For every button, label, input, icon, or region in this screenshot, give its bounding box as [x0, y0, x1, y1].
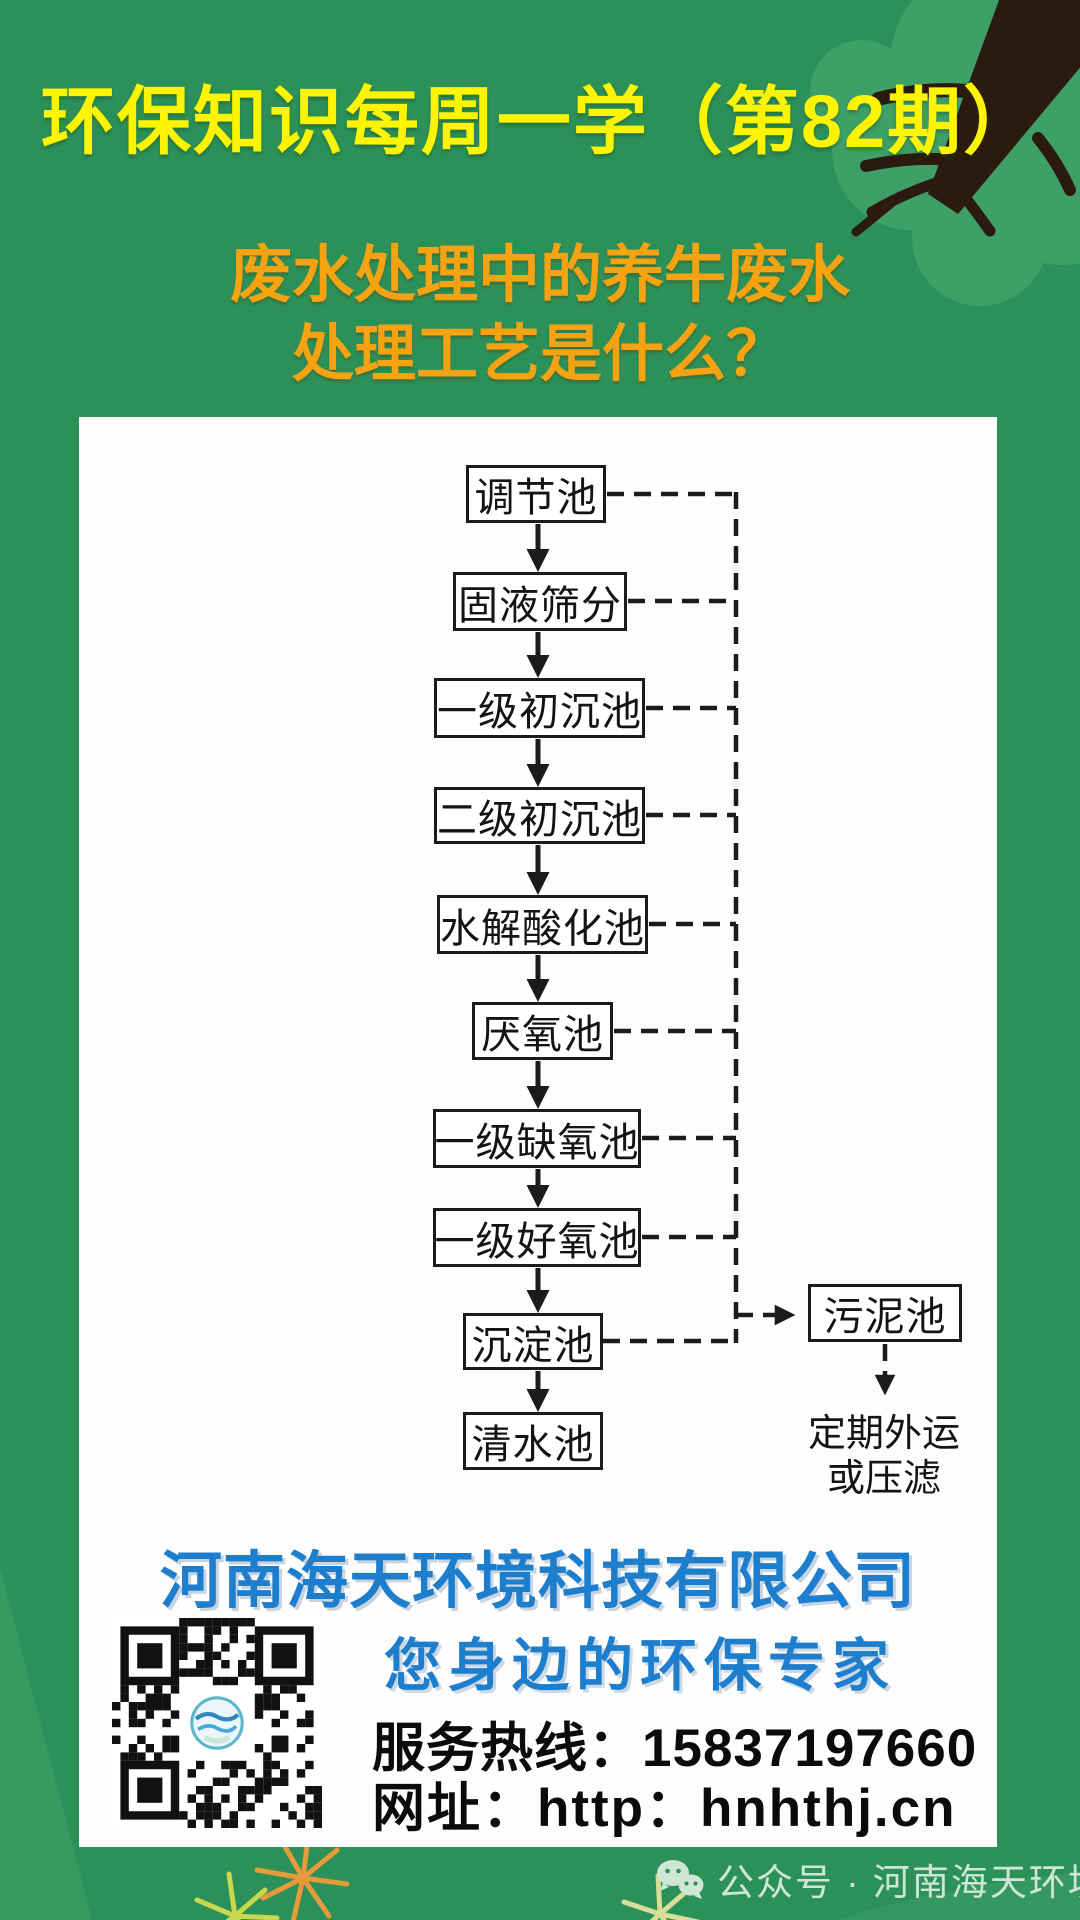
website-line: 网址：http：hnhthj.cn	[372, 1766, 957, 1842]
sludge-output-line-1: 定期外运	[807, 1413, 960, 1455]
hotline-number: 15837197660	[642, 1719, 978, 1778]
subtitle-line-2: 处理工艺是什么？	[291, 320, 788, 389]
hotline-label: 服务热线：	[372, 1719, 642, 1778]
flow-box-anaerobic: 厌氧池	[472, 1002, 613, 1060]
corner-wedge	[0, 1568, 92, 1920]
flow-box-label: 水解酸化池	[440, 906, 645, 951]
flow-box-label: 一级好氧池	[434, 1219, 640, 1264]
flow-box-label: 固液筛分	[458, 583, 622, 628]
subtitle-line-1: 废水处理中的养牛废水	[229, 241, 850, 310]
flow-box-aerobic-1: 一级好氧池	[433, 1208, 641, 1267]
sludge-output-line-2: 或压滤	[826, 1458, 941, 1500]
flow-box-label: 清水池	[471, 1423, 595, 1467]
company-slogan: 您身边的环保专家	[384, 1634, 896, 1698]
flow-box-primary-settling-2: 二级初沉池	[434, 787, 645, 844]
flow-box-label: 一级缺氧池	[434, 1120, 640, 1165]
flow-box-label: 一级初沉池	[437, 690, 642, 734]
flow-box-label: 二级初沉池	[437, 797, 642, 842]
footer: 公众号 · 河南海天环境	[655, 1852, 1080, 1906]
flow-box-label: 调节池	[474, 476, 598, 520]
starburst-icon	[621, 1873, 700, 1920]
hotline-line: 服务热线：15837197660	[372, 1706, 977, 1782]
tree-branch-icon	[851, 0, 1080, 237]
wechat-icon	[657, 1860, 704, 1899]
flow-box-label: 沉淀池	[471, 1323, 595, 1368]
company-name: 河南海天环境科技有限公司	[159, 1547, 916, 1616]
flow-box-anoxic-1: 一级缺氧池	[433, 1109, 641, 1168]
starburst-icon	[194, 1871, 280, 1920]
flow-box-label: 厌氧池	[481, 1013, 604, 1057]
website-label: 网址：	[372, 1779, 537, 1838]
official-account-text: 公众号 · 河南海天环境	[717, 1862, 1080, 1903]
flow-box-solid-liquid-screening: 固液筛分	[453, 572, 627, 631]
qr-code	[112, 1618, 322, 1828]
flow-box-label: 污泥池	[823, 1295, 947, 1339]
page-title: 环保知识每周一学（第82期）	[40, 80, 1040, 163]
flow-box-sedimentation: 沉淀池	[463, 1313, 603, 1370]
qr-logo	[187, 1693, 247, 1753]
sludge-output-text: 定期外运 或压滤	[764, 1412, 1004, 1502]
flow-box-clean-water: 清水池	[463, 1412, 603, 1470]
flow-box-hydrolysis-acidification: 水解酸化池	[437, 895, 648, 954]
page-subtitle: 废水处理中的养牛废水 处理工艺是什么？	[0, 236, 1080, 394]
flow-box-regulating-tank: 调节池	[466, 465, 606, 523]
website-value: http：hnhthj.cn	[537, 1779, 957, 1838]
starburst-icon	[254, 1827, 350, 1920]
flow-box-primary-settling-1: 一级初沉池	[434, 678, 645, 738]
flow-box-sludge: 污泥池	[808, 1284, 962, 1342]
